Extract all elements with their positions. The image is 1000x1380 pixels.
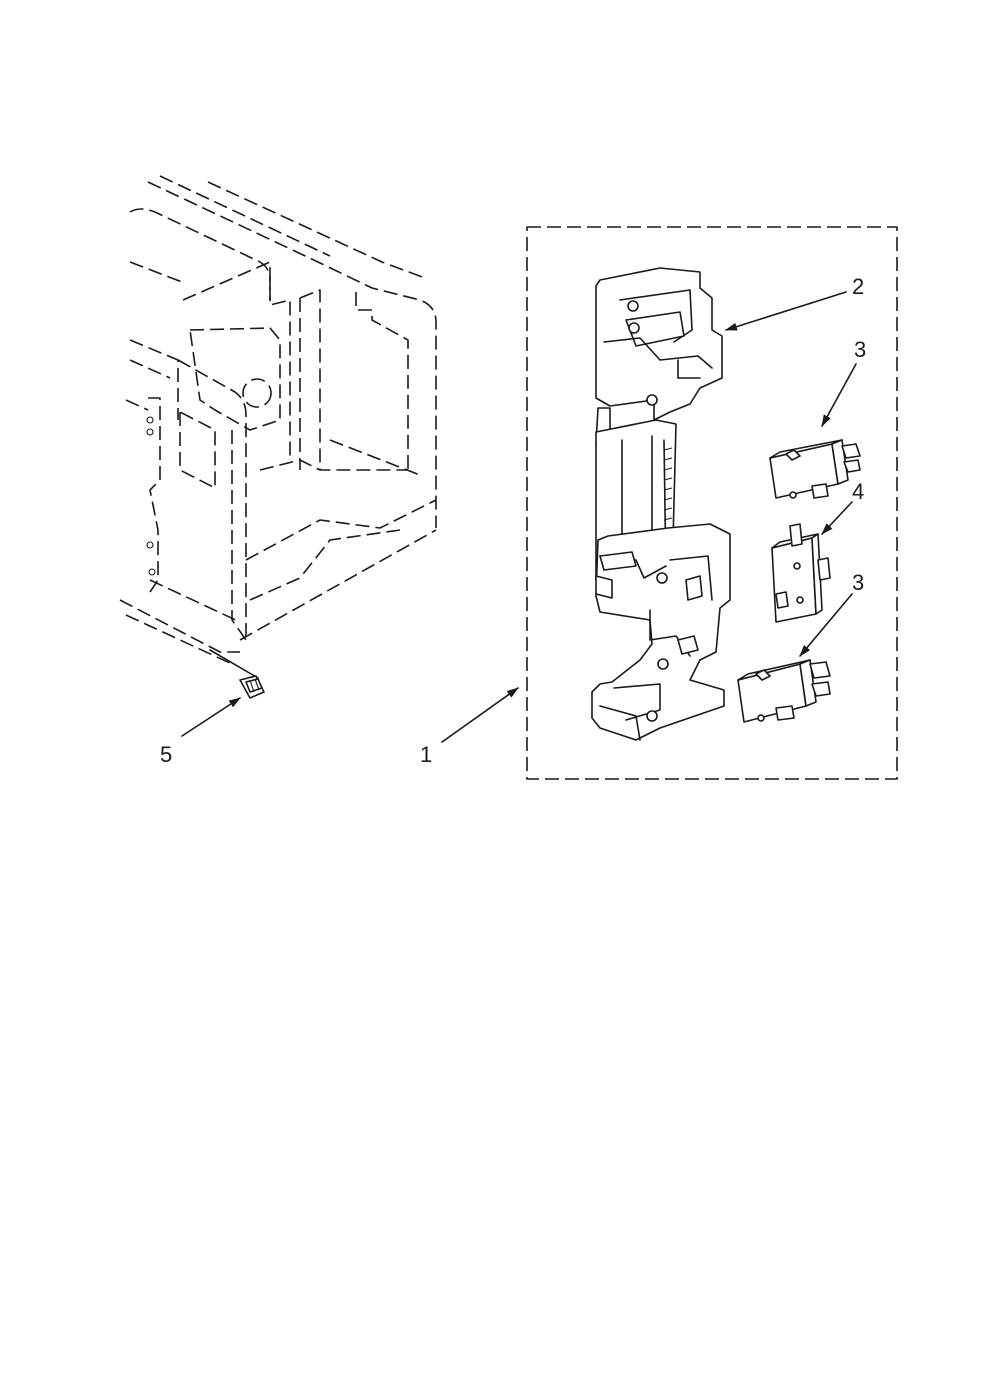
callout-1: 1 bbox=[420, 742, 432, 767]
arrow-1 bbox=[441, 687, 519, 743]
door-latch-assembly-part-2 bbox=[591, 267, 731, 741]
arrow-4 bbox=[821, 501, 853, 535]
arrow-5 bbox=[181, 697, 241, 737]
screw-part-5 bbox=[239, 675, 265, 699]
arrow-2 bbox=[725, 291, 847, 331]
callout-4: 4 bbox=[852, 479, 864, 504]
micro-switch-part-4 bbox=[771, 523, 831, 623]
arrow-3-upper bbox=[821, 363, 857, 427]
micro-switch-part-3-upper bbox=[769, 439, 861, 499]
callout-2: 2 bbox=[852, 274, 864, 299]
kit-boundary-box bbox=[526, 226, 898, 780]
cabinet-phantom-outline bbox=[119, 175, 437, 679]
callout-3-lower: 3 bbox=[852, 570, 864, 595]
micro-switch-part-3-lower bbox=[737, 659, 831, 723]
callout-3-upper: 3 bbox=[854, 337, 866, 362]
callout-5: 5 bbox=[160, 742, 172, 767]
leader-arrows bbox=[181, 291, 857, 743]
arrow-3-lower bbox=[799, 593, 853, 657]
